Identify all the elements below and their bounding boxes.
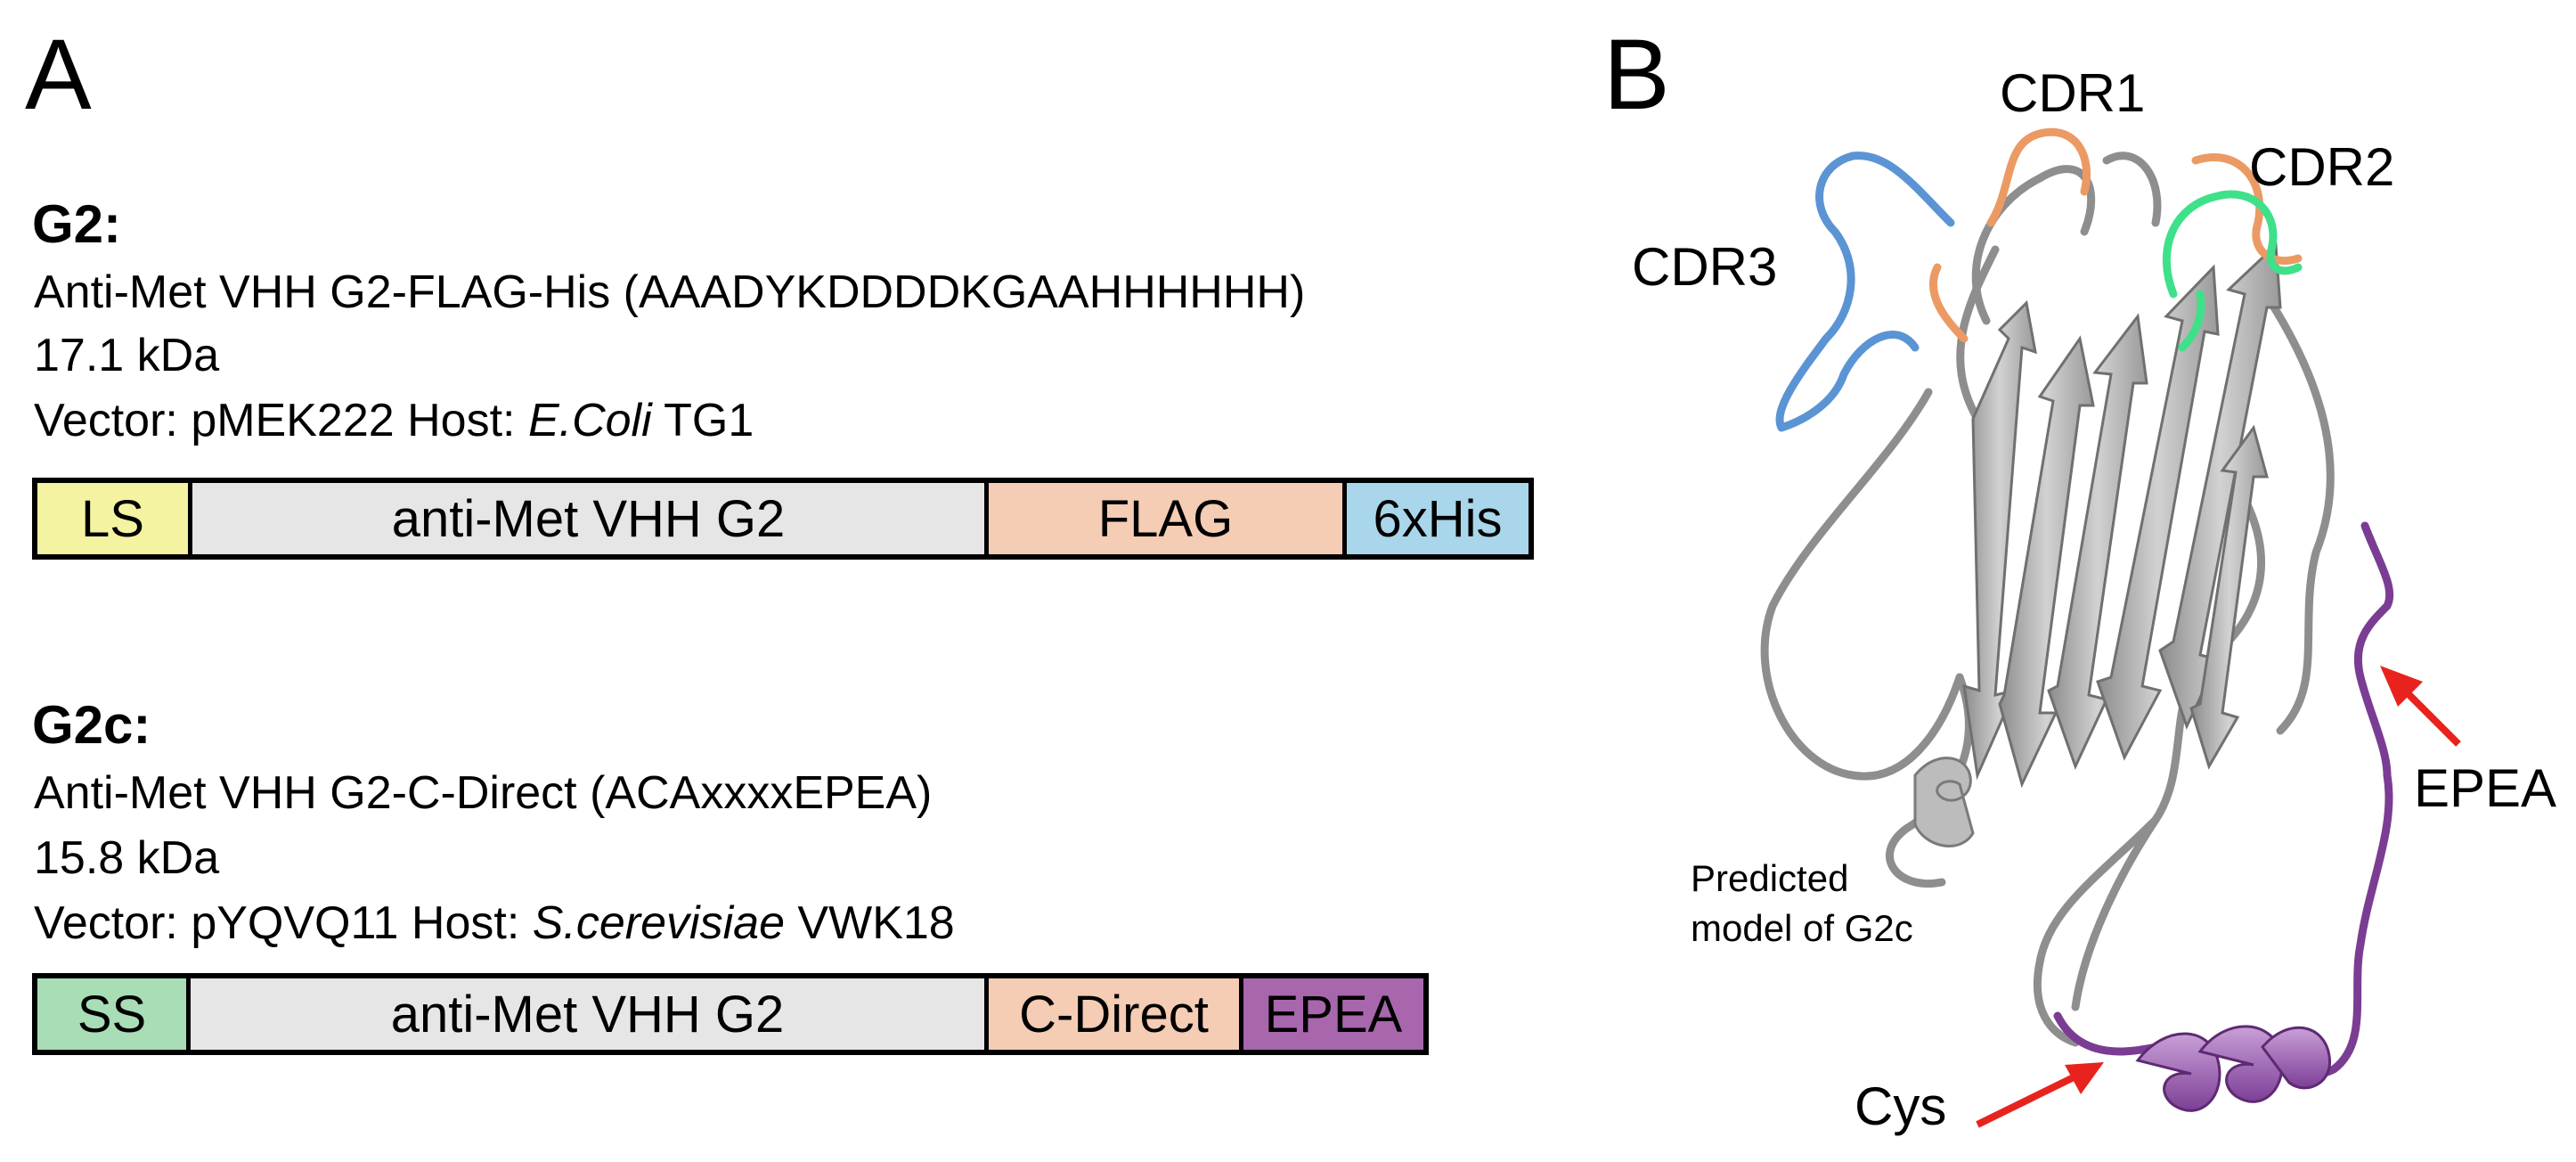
epea-tail [2303, 521, 2394, 1078]
g2c-segment-epea: EPEA [1243, 978, 1423, 1050]
g2-host-species: E.Coli [527, 395, 652, 446]
short-helix [1913, 757, 1975, 847]
g2-vector-host: Vector: pMEK222 Host: E.Coli TG1 [34, 397, 754, 444]
epea-arrow-shaft [2398, 683, 2461, 747]
g2c-mass: 15.8 kDa [34, 832, 220, 884]
g2c-description: Anti-Met VHH G2-C-Direct (ACAxxxxEPEA) [34, 767, 933, 819]
epea-arrow-head [2380, 666, 2423, 707]
model-caption-line2: model of G2c [1691, 907, 1913, 949]
g2-segment-his: 6xHis [1347, 483, 1528, 554]
g2-vector-label: Vector: pMEK222 Host: [34, 395, 528, 446]
g2c-construct-bar: SS anti-Met VHH G2 C-Direct EPEA [32, 973, 1429, 1055]
g2-segment-flag: FLAG [989, 483, 1347, 554]
cdr3-label: CDR3 [1632, 237, 1777, 297]
model-caption-line1: Predicted [1691, 857, 1848, 899]
g2-construct-bar: LS anti-Met VHH G2 FLAG 6xHis [32, 478, 1534, 560]
g2c-vector-host: Vector: pYQVQ11 Host: S.cerevisiae VWK18 [34, 900, 955, 946]
g2c-host-species: S.cerevisiae [532, 897, 785, 949]
cys-arrow-shaft [1976, 1073, 2077, 1128]
epea-label: EPEA [2414, 758, 2556, 818]
g2-host-strain: TG1 [651, 395, 754, 446]
g2c-segment-ss: SS [37, 978, 191, 1050]
annotation-arrows [1976, 666, 2461, 1128]
beta-strands [1962, 241, 2282, 789]
cdr2-label: CDR2 [2249, 137, 2394, 197]
g2c-host-strain: VWK18 [784, 897, 955, 949]
panel-a-label: A [25, 19, 92, 130]
g2c-construct-name: G2c: [32, 695, 151, 755]
g2-segment-vhh: anti-Met VHH G2 [192, 483, 989, 554]
cys-arrow-head [2065, 1062, 2104, 1094]
cys-label: Cys [1855, 1076, 1946, 1136]
c-terminal-helix [2135, 1025, 2331, 1112]
cdr1-loop [1929, 127, 2091, 343]
g2c-segment-vhh: anti-Met VHH G2 [191, 978, 989, 1050]
g2-mass: 17.1 kDa [34, 330, 220, 381]
cdr2-loop [2162, 190, 2303, 352]
coil-loops [1760, 151, 2335, 1047]
g2c-segment-c-direct: C-Direct [989, 978, 1243, 1050]
cdr3-loop [1775, 151, 1955, 432]
g2c-vector-label: Vector: pYQVQ11 Host: [34, 897, 533, 949]
panel-b-label: B [1603, 19, 1670, 130]
cdr1-label: CDR1 [2000, 63, 2145, 123]
g2-description: Anti-Met VHH G2-FLAG-His (AAADYKDDDDKGAA… [34, 266, 1306, 318]
g2-segment-ls: LS [37, 483, 192, 554]
g2-construct-name: G2: [32, 194, 122, 254]
